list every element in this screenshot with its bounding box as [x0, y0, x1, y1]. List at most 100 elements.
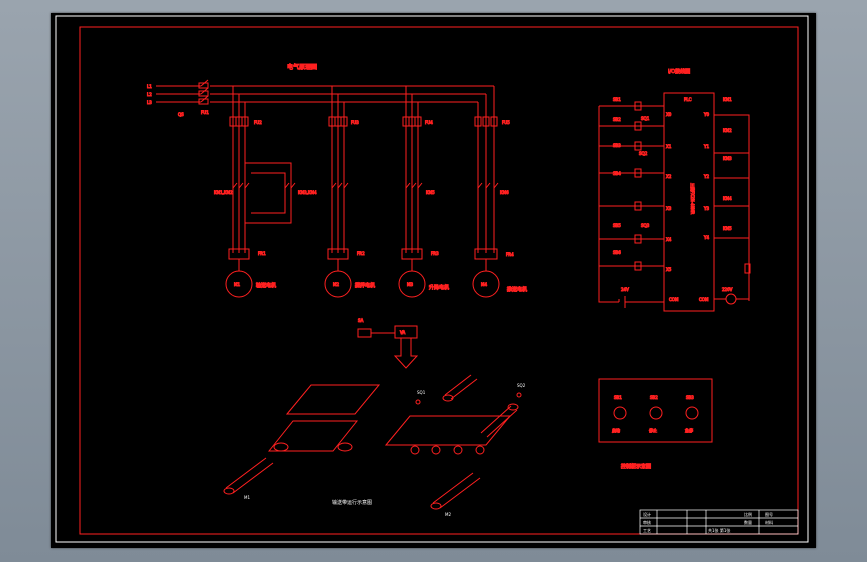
electrical-schematic: 电气原理图 L1 L2 L3 QS FU1	[55, 15, 809, 543]
plc-wiring: I/O接线图 PLC 三菱FX2N-48MR SB1 SB2 SB3 SB4 S…	[598, 68, 751, 312]
plc-power-com-in: COM	[669, 297, 679, 302]
km-label-1: KM1,KM2	[214, 190, 233, 195]
title-field-4: 材料	[765, 519, 773, 525]
plc-input-sb5: SB5	[613, 223, 621, 228]
conveyor-motor-label-1: M1	[244, 495, 250, 500]
branch-1	[225, 86, 296, 298]
fr-label-3: FR3	[431, 251, 439, 256]
fr-label-2: FR2	[357, 251, 365, 256]
plc-coil-km5: KM5	[723, 226, 732, 231]
motor-name-1: 输送电机	[256, 282, 276, 289]
plc-label: PLC	[684, 97, 692, 102]
sensor-label-va: VA	[400, 330, 405, 335]
qs-label: QS	[178, 112, 184, 117]
panel-title: 控制柜示意图	[621, 463, 651, 470]
supply-label-l1: L1	[147, 84, 152, 89]
plc-power-24v: 24V	[621, 287, 629, 292]
plc-port-x1: X1	[666, 144, 672, 149]
title-row-1: 设计	[643, 511, 651, 517]
title-field-1: 比例	[744, 511, 752, 517]
title-row-2: 审核	[643, 519, 651, 525]
plc-source-2: SQ2	[639, 151, 648, 156]
conveyor-motor-label-2: M2	[445, 512, 451, 517]
panel-button-1	[613, 406, 627, 420]
title-field-3: 数量	[744, 519, 752, 525]
branch-2	[324, 86, 352, 298]
plc-port-y4: Y4	[703, 235, 709, 240]
sensor-tag-2: SQ2	[517, 383, 526, 388]
plc-coil-km4: KM4	[723, 196, 732, 201]
plc-body	[663, 92, 715, 312]
panel-label-sb2: SB2	[650, 395, 658, 400]
plc-power-com-out: COM	[699, 297, 709, 302]
km-label-3: KM5	[426, 190, 435, 195]
input-row-4	[599, 201, 664, 211]
conveyor-illustration	[223, 374, 522, 510]
control-panel: SB1 SB2 SB3 启动 停止 急停 控制柜示意图	[598, 378, 713, 471]
input-row-0	[599, 101, 664, 111]
sensor-label-sa: SA	[358, 318, 364, 323]
panel-caption-1: 启动	[612, 427, 620, 433]
plc-title: I/O接线图	[668, 68, 690, 75]
motor-name-4: 推送电机	[507, 286, 527, 293]
fr-label-4: FR4	[506, 252, 514, 257]
motor-label-1: M1	[234, 282, 240, 287]
plc-port-y3: Y3	[703, 206, 709, 211]
plc-power-220v: 220V	[722, 287, 733, 292]
plc-port-x4: X4	[666, 237, 672, 242]
input-row-2	[599, 141, 664, 151]
input-row-3	[599, 168, 664, 178]
motor-label-2: M2	[333, 282, 339, 287]
panel-button-3	[685, 406, 699, 420]
plc-port-x0: X0	[666, 112, 672, 117]
motor-name-3: 升降电机	[429, 284, 449, 291]
branch-3	[398, 86, 426, 298]
fu-label-3: FU3	[351, 120, 359, 125]
sensor-block	[357, 325, 419, 369]
panel-label-sb3: SB3	[686, 395, 694, 400]
plc-port-y2: Y2	[703, 174, 709, 179]
plc-input-sb1: SB1	[613, 97, 621, 102]
supply-lines	[156, 79, 494, 105]
title-block	[639, 509, 799, 535]
panel-caption-3: 急停	[685, 427, 693, 433]
plc-port-y1: Y1	[703, 144, 709, 149]
plc-port-x2: X2	[666, 174, 672, 179]
plc-port-x5: X5	[666, 267, 672, 272]
plc-coil-km1: KM1	[723, 97, 732, 102]
plc-input-sb3: SB3	[613, 143, 621, 148]
main-circuit: 电气原理图 L1 L2 L3 QS FU1	[147, 63, 528, 369]
branch-4	[472, 86, 500, 298]
fu1-label: FU1	[201, 110, 209, 115]
supply-label-l3: L3	[147, 100, 152, 105]
panel-button-2	[649, 406, 663, 420]
motor-name-2: 搅拌电机	[355, 282, 375, 289]
title-field-2: 图号	[765, 511, 773, 517]
plc-input-sb6: SB6	[613, 250, 621, 255]
plc-source-3: SQ3	[641, 223, 650, 228]
km-label-4: KM6	[500, 190, 509, 195]
input-row-5	[599, 234, 664, 244]
fu-label-5: FU5	[502, 120, 510, 125]
motor-label-4: M4	[481, 282, 487, 287]
fr-label-1: FR1	[258, 251, 266, 256]
input-row-1	[599, 121, 664, 131]
plc-input-sb2: SB2	[613, 117, 621, 122]
drawing-sheet: 电气原理图 L1 L2 L3 QS FU1	[51, 13, 816, 548]
conveyor-title: 输送带运行示意图	[332, 499, 372, 506]
panel-caption-2: 停止	[649, 427, 657, 433]
plc-source-1: SQ1	[641, 116, 650, 121]
plc-coil-km3: KM3	[723, 156, 732, 161]
outer-frame	[55, 15, 809, 543]
fu-label-2: FU2	[254, 120, 262, 125]
plc-coil-km2: KM2	[723, 128, 732, 133]
main-title: 电气原理图	[287, 63, 317, 71]
plc-port-y0: Y0	[703, 112, 709, 117]
sensor-tag-1: SQ1	[417, 390, 426, 395]
plc-port-x3: X3	[666, 206, 672, 211]
panel-label-sb1: SB1	[614, 395, 622, 400]
plc-input-sb4: SB4	[613, 171, 621, 176]
motor-label-3: M3	[407, 282, 413, 287]
supply-label-l2: L2	[147, 92, 152, 97]
plc-model: 三菱FX2N-48MR	[690, 183, 696, 215]
